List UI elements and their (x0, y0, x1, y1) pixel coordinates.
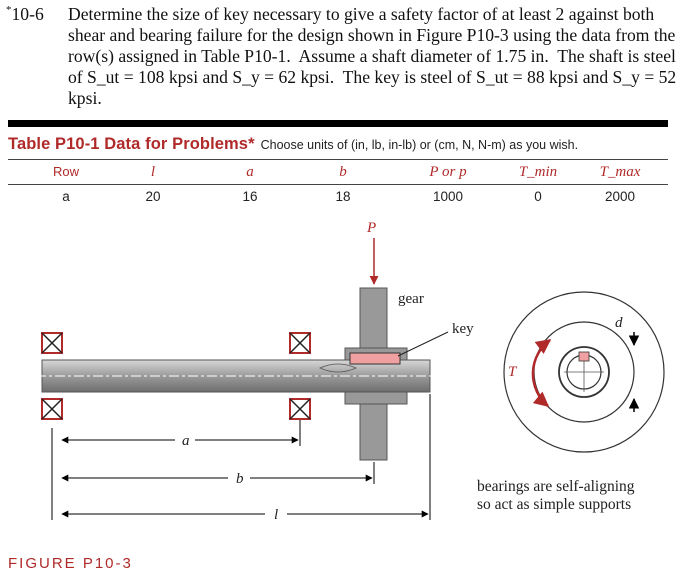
table-rule (8, 159, 668, 160)
gear-end-view (503, 291, 665, 453)
keyseat-outline (319, 363, 357, 373)
figure-caption: FIGURE P10-3 (8, 555, 133, 572)
key (349, 352, 401, 365)
end-view-key (578, 351, 590, 362)
problem-number: *10-6 (6, 4, 44, 24)
problem-line: of S_ut = 108 kpsi and S_y = 62 kpsi. Th… (68, 67, 681, 108)
header-row: Row (52, 164, 80, 179)
cell-row: a (62, 189, 70, 204)
table-row: a 20 16 18 1000 0 2000 (8, 185, 668, 209)
problem-text: Determine the size of key necessary to g… (68, 4, 690, 109)
dim-b-label: b (236, 471, 244, 487)
dim-a-label: a (182, 433, 190, 449)
problem-line: row(s) assigned in Table P10-1. Assume a… (68, 46, 676, 66)
table-top-bar (8, 120, 668, 127)
header-p: P or p (429, 164, 467, 180)
header-tmin: T_min (518, 164, 558, 180)
cell-b: 18 (335, 189, 351, 204)
data-table: Table P10-1 Data for Problems* Choose uni… (8, 120, 668, 209)
bearing-right (289, 332, 311, 420)
header-tmax: T_max (599, 164, 641, 180)
label-t: T (508, 364, 518, 380)
problem-line: Determine the size of key necessary to g… (68, 4, 655, 24)
dim-l-label: l (274, 507, 278, 523)
bearing-note-line-2: so act as simple supports (477, 496, 631, 513)
table-header-row: Row l a b P or p T_min T_max (8, 160, 668, 184)
table-name: Table P10-1 Data for Problems* (8, 135, 255, 153)
header-l: l (150, 164, 156, 180)
key-leader (397, 331, 449, 357)
torque-arrow (531, 338, 552, 407)
label-key: key (452, 321, 474, 337)
label-d: d (615, 315, 623, 331)
table-title: Table P10-1 Data for Problems* Choose uni… (8, 135, 668, 157)
bearing-note-line-1: bearings are self-aligning (477, 478, 635, 495)
table-note: Choose units of (in, lb, in-lb) or (cm, … (260, 138, 579, 152)
header-a: a (246, 164, 254, 180)
label-gear: gear (398, 291, 424, 307)
bearing-left (41, 332, 63, 420)
label-p: P (366, 220, 376, 236)
problem-line: shear and bearing failure for the design… (68, 25, 676, 45)
cell-a: 16 (242, 189, 258, 204)
cell-l: 20 (145, 189, 161, 204)
cell-p: 1000 (432, 189, 464, 204)
header-b: b (339, 164, 347, 180)
problem-statement: *10-6 Determine the size of key necessar… (6, 4, 690, 109)
cell-tmin: 0 (534, 189, 542, 204)
cell-tmax: 2000 (604, 189, 636, 204)
table-rule (8, 184, 668, 185)
